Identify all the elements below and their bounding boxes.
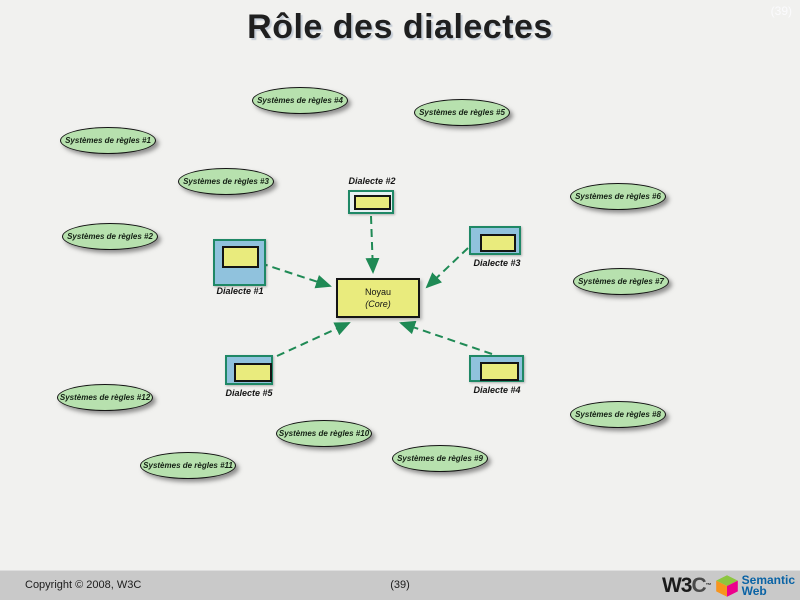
dialect-inner-rect bbox=[354, 195, 391, 210]
w3c-semantic-web-logo: W3C™ Semantic Web bbox=[662, 573, 795, 599]
rule-system-ellipse: Systèmes de règles #8 bbox=[570, 401, 666, 428]
rule-system-ellipse: Systèmes de règles #1 bbox=[60, 127, 156, 154]
corner-page-number: (39) bbox=[770, 4, 792, 18]
dialect-to-core-arrow bbox=[276, 322, 351, 357]
rule-system-label: Systèmes de règles #7 bbox=[578, 277, 664, 286]
core-label-line1: Noyau bbox=[364, 287, 391, 297]
rule-system-label: Systèmes de règles #4 bbox=[257, 96, 343, 105]
dialect-label: Dialecte #5 bbox=[225, 388, 273, 398]
dialect-to-core-arrow bbox=[259, 262, 332, 289]
rule-system-label: Systèmes de règles #12 bbox=[59, 393, 151, 402]
rule-system-ellipse: Systèmes de règles #11 bbox=[140, 452, 236, 479]
rule-system-label: Systèmes de règles #9 bbox=[397, 454, 483, 463]
footer-page-number: (39) bbox=[390, 579, 410, 591]
semantic-web-cube-icon bbox=[715, 575, 738, 597]
rule-system-label: Systèmes de règles #3 bbox=[183, 177, 269, 186]
slide-title: Rôle des dialectes bbox=[247, 8, 553, 46]
rule-system-ellipse: Systèmes de règles #3 bbox=[178, 168, 274, 195]
rule-system-label: Systèmes de règles #5 bbox=[419, 108, 505, 117]
footer-bar: Copyright © 2008, W3C (39) W3C™ Semantic… bbox=[0, 570, 800, 600]
rule-system-ellipse: Systèmes de règles #4 bbox=[252, 87, 348, 114]
footer-copyright: Copyright © 2008, W3C bbox=[25, 579, 142, 591]
rule-system-ellipse: Systèmes de règles #6 bbox=[570, 183, 666, 210]
core-node: Noyau (Core) bbox=[336, 278, 420, 318]
dialect-inner-rect bbox=[480, 234, 516, 252]
dialect-node bbox=[469, 226, 521, 255]
dialect-to-core-arrow bbox=[425, 247, 469, 289]
rule-system-ellipse: Systèmes de règles #7 bbox=[573, 268, 669, 295]
dialect-node bbox=[213, 239, 266, 286]
rule-system-label: Systèmes de règles #6 bbox=[575, 192, 661, 201]
dialect-inner-rect bbox=[234, 363, 272, 382]
dialect-to-core-arrow bbox=[365, 215, 380, 274]
dialect-label: Dialecte #4 bbox=[473, 385, 521, 395]
semantic-web-label: Semantic Web bbox=[741, 573, 795, 598]
dialect-label: Dialecte #2 bbox=[348, 176, 396, 186]
rule-system-ellipse: Systèmes de règles #12 bbox=[57, 384, 153, 411]
rule-system-label: Systèmes de règles #11 bbox=[143, 461, 233, 470]
dialect-node bbox=[469, 355, 524, 382]
rule-system-ellipse: Systèmes de règles #9 bbox=[392, 445, 488, 472]
dialect-to-core-arrow bbox=[399, 320, 493, 355]
dialect-label: Dialecte #3 bbox=[473, 258, 521, 268]
rule-system-label: Systèmes de règles #2 bbox=[67, 232, 153, 241]
rule-system-ellipse: Systèmes de règles #5 bbox=[414, 99, 510, 126]
rule-system-ellipse: Systèmes de règles #10 bbox=[276, 420, 372, 447]
dialect-node bbox=[348, 190, 394, 214]
rule-system-ellipse: Systèmes de règles #2 bbox=[62, 223, 158, 250]
dialect-inner-rect bbox=[480, 362, 519, 381]
rule-system-label: Systèmes de règles #10 bbox=[278, 429, 370, 438]
rule-system-label: Systèmes de règles #8 bbox=[575, 410, 661, 419]
w3c-logo-text: W3C™ bbox=[661, 574, 712, 597]
dialect-label: Dialecte #1 bbox=[216, 286, 264, 296]
dialect-node bbox=[225, 355, 273, 385]
core-label-line2: (Core) bbox=[365, 299, 391, 309]
dialect-inner-rect bbox=[222, 246, 259, 268]
rule-system-label: Systèmes de règles #1 bbox=[65, 136, 151, 145]
